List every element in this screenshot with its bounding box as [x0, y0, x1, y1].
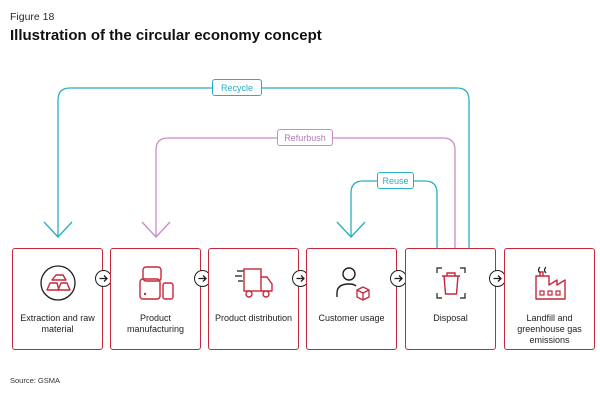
- stage-label: Disposal: [433, 313, 468, 323]
- recycle-label: Recycle: [212, 79, 262, 96]
- stage-label: Product distribution: [214, 313, 293, 323]
- stage-extraction: Extraction and raw material: [12, 248, 103, 350]
- recycle-loop-arrowhead: [43, 221, 73, 238]
- stage-label: Landfill and greenhouse gas emissions: [517, 313, 582, 345]
- stage-label: Customer usage: [318, 313, 385, 323]
- figure-title: Illustration of the circular economy con…: [10, 27, 322, 44]
- user-with-package-icon: [335, 267, 370, 301]
- delivery-truck-icon: [234, 268, 273, 298]
- source-note: Source: GSMA: [10, 376, 61, 385]
- refurbish-label: Refurbush: [277, 129, 333, 146]
- stage-customer-usage: Customer usage: [306, 248, 397, 350]
- factory-icon: [534, 266, 566, 300]
- stage-label: Extraction and raw material: [20, 313, 95, 334]
- flow-arrow-icon: [390, 270, 407, 287]
- devices-icon: [138, 266, 174, 300]
- refurbish-loop-line: [155, 137, 456, 248]
- reuse-loop-line: [350, 180, 438, 248]
- reuse-loop-arrowhead: [336, 221, 366, 238]
- flow-arrow-icon: [95, 270, 112, 287]
- refurbish-loop-arrowhead: [141, 221, 171, 238]
- stage-label: Product manufacturing: [126, 313, 185, 334]
- figure-label: Figure 18: [10, 11, 55, 23]
- reuse-label: Reuse: [377, 172, 414, 189]
- stage-manufacturing: Product manufacturing: [110, 248, 201, 350]
- stage-disposal: Disposal: [405, 248, 496, 350]
- stage-landfill: Landfill and greenhouse gas emissions: [504, 248, 595, 350]
- rocks-icon: [39, 265, 76, 301]
- recycle-loop-line: [57, 87, 470, 248]
- stage-distribution: Product distribution: [208, 248, 299, 350]
- trash-bin-icon: [435, 267, 466, 299]
